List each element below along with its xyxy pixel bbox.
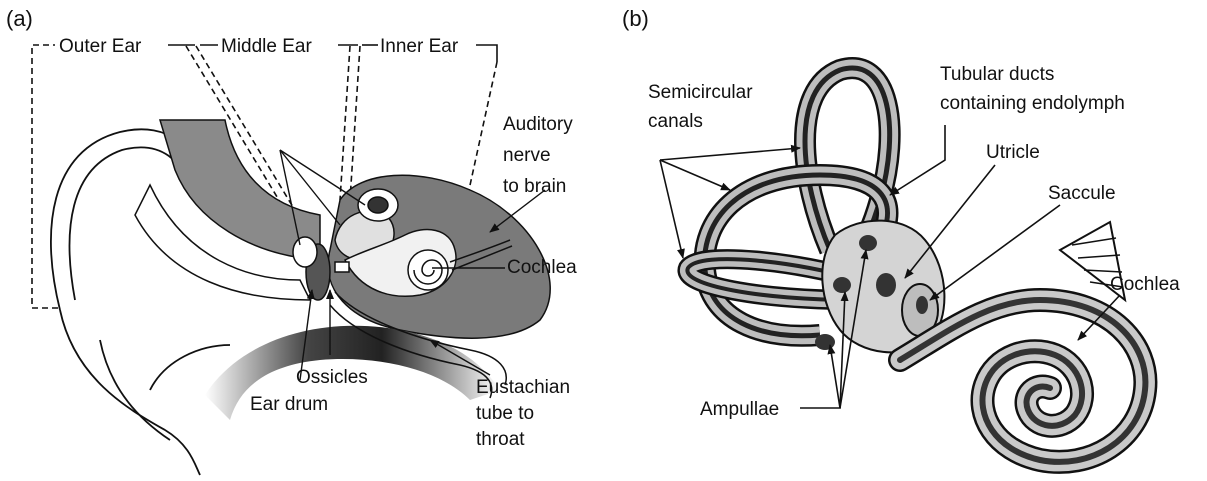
tubular-ducts-label-line2: containing endolymph bbox=[940, 93, 1125, 114]
inner-ear-bracket-right bbox=[476, 45, 497, 62]
ampulla-1 bbox=[859, 235, 877, 251]
panel-a-tag: (a) bbox=[6, 6, 33, 31]
ear-drum-label: Ear drum bbox=[250, 394, 328, 415]
utricle-macula bbox=[876, 273, 896, 297]
eustachian-label-line2: tube to bbox=[476, 403, 534, 424]
auditory-nerve-label-line2: nerve bbox=[503, 145, 551, 166]
eustachian-label-line3: throat bbox=[476, 429, 525, 450]
semicircular-leader-2 bbox=[660, 160, 730, 190]
utricle-label: Utricle bbox=[986, 142, 1040, 163]
tubular-ducts-label-line1: Tubular ducts bbox=[940, 64, 1054, 85]
semicircular-label-line1: Semicircular bbox=[648, 82, 753, 103]
panel-b-tag: (b) bbox=[622, 6, 649, 31]
cochlea-label-b: Cochlea bbox=[1110, 274, 1180, 295]
outer-ear-label: Outer Ear bbox=[59, 36, 142, 57]
inner-ear-label: Inner Ear bbox=[380, 36, 459, 57]
ampullae-leader-1 bbox=[800, 345, 840, 408]
middle-inner-boundary-1 bbox=[340, 46, 350, 200]
auditory-nerve-label-line3: to brain bbox=[503, 176, 566, 197]
ampulla-3 bbox=[815, 334, 835, 350]
middle-ear-label: Middle Ear bbox=[221, 36, 312, 57]
panel-a: (a) Outer Ear Middle Ear Inner Ear bbox=[6, 6, 577, 475]
auditory-nerve-label-line1: Auditory bbox=[503, 114, 573, 135]
semicircular-leader-1 bbox=[660, 148, 800, 160]
panel-b: (b) bbox=[622, 6, 1180, 462]
ampulla-2 bbox=[833, 277, 851, 293]
ossicles-label: Ossicles bbox=[296, 367, 368, 388]
saccule-leader bbox=[930, 205, 1060, 300]
outer-ear-bracket-left bbox=[32, 45, 58, 308]
malleus-drawing bbox=[293, 237, 317, 267]
saccule-macula bbox=[916, 296, 928, 314]
semicircular-label-line2: canals bbox=[648, 111, 703, 132]
saccule-label: Saccule bbox=[1048, 183, 1116, 204]
middle-inner-boundary-2 bbox=[350, 46, 360, 200]
semicircular-leader-3 bbox=[660, 160, 683, 258]
eustachian-label-line1: Eustachian bbox=[476, 377, 570, 398]
utricle-leader bbox=[905, 165, 995, 278]
ampullae-label: Ampullae bbox=[700, 399, 779, 420]
cochlea-label-a: Cochlea bbox=[507, 257, 577, 278]
